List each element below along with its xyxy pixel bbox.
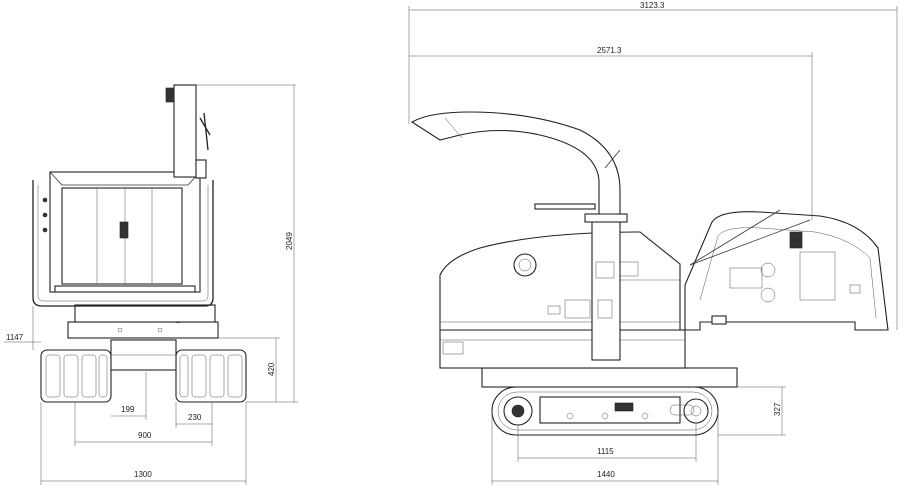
front-left-track	[40, 349, 112, 403]
side-engine-housing	[439, 231, 681, 331]
dim-front-total-height: 2049	[285, 232, 294, 250]
front-view	[32, 84, 296, 403]
side-view	[410, 111, 889, 436]
front-chassis-beam	[67, 321, 219, 339]
side-fuel-cap	[513, 253, 537, 277]
dim-front-inner-width: 900	[138, 431, 152, 440]
dim-front-overall-width: 1300	[134, 470, 152, 479]
front-chute-post	[173, 84, 197, 178]
side-infeed-hopper	[684, 211, 889, 331]
dim-front-track-height: 420	[267, 362, 276, 376]
dim-side-chute-length: 2571.3	[597, 46, 622, 55]
side-chassis	[481, 367, 738, 388]
side-track	[491, 386, 719, 436]
dim-side-track-length: 1440	[597, 470, 615, 479]
side-chute-mast	[591, 219, 621, 361]
dim-front-track-gap: 199	[121, 405, 135, 414]
front-frame	[32, 180, 214, 307]
front-right-track	[175, 349, 247, 403]
dim-front-ground-clearance: 1147	[6, 333, 24, 342]
dim-side-overall-length: 3123.3	[640, 1, 665, 10]
side-dimensions: 3123.3 2571.3 327 1115 1440	[408, 1, 898, 485]
front-dimensions: 2049 420 1147 199 230 900 1300	[4, 85, 298, 485]
side-base	[439, 329, 686, 369]
dim-side-wheelbase: 1115	[597, 447, 614, 456]
dim-front-track-width: 230	[188, 413, 202, 422]
side-discharge-chute	[410, 111, 621, 215]
dim-side-track-height: 327	[773, 402, 782, 416]
